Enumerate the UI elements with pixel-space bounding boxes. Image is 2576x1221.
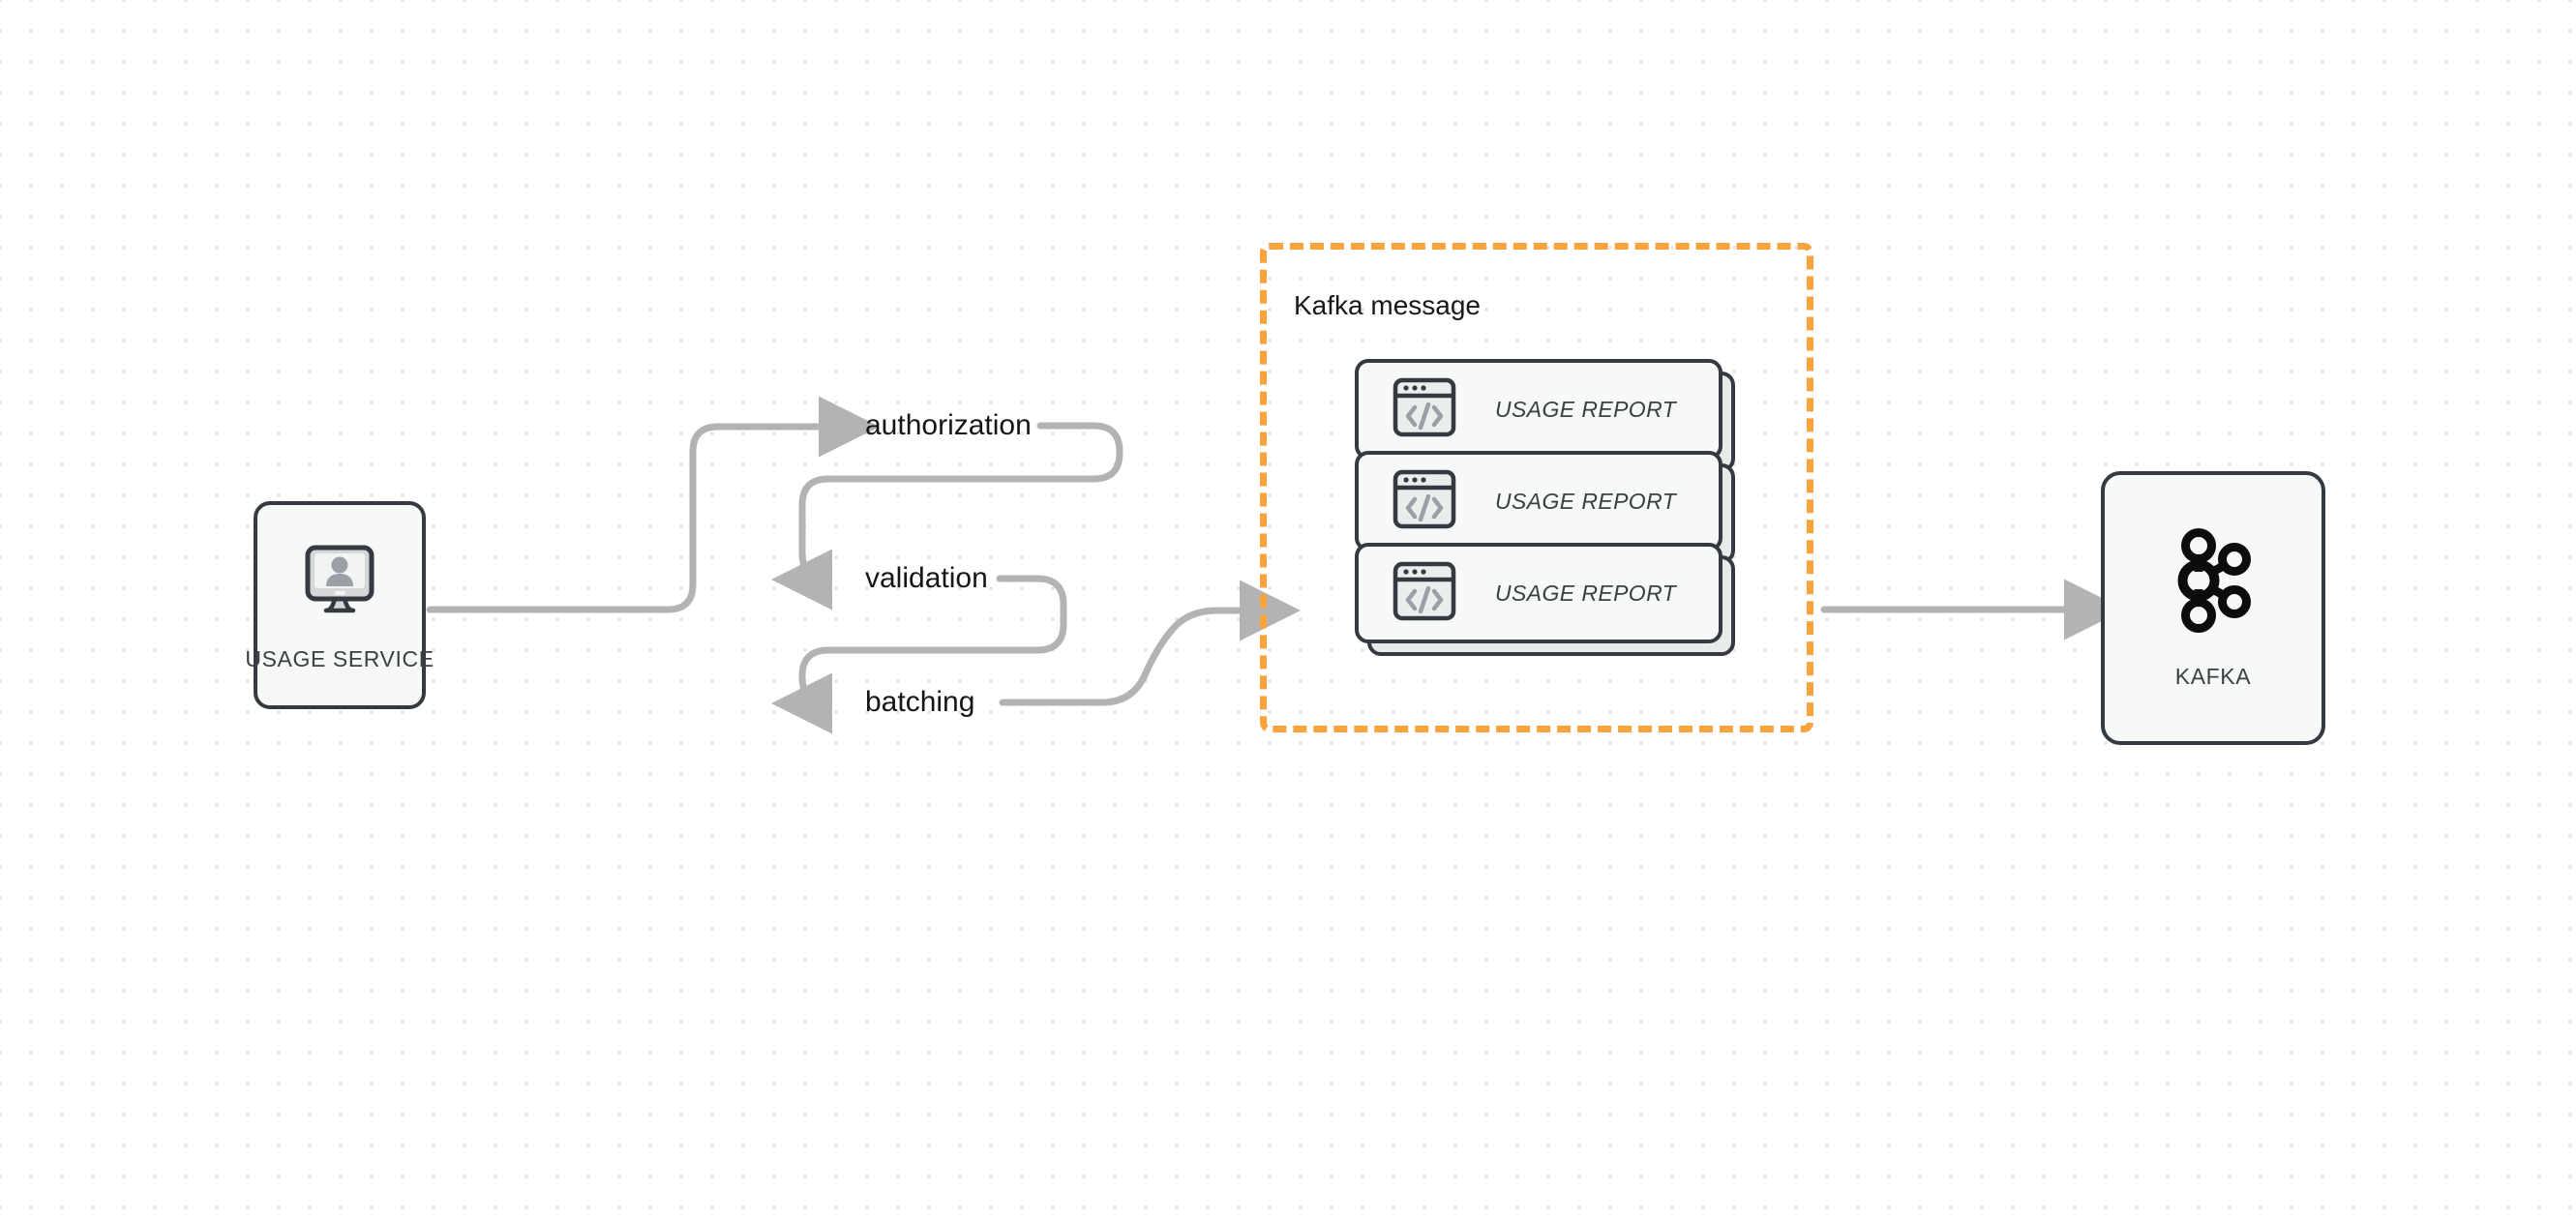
edge-authorization-to-validation bbox=[771, 422, 1123, 610]
monitor-user-icon bbox=[293, 539, 386, 629]
kafka-message-group[interactable] bbox=[1260, 243, 1813, 732]
step-label-batching[interactable]: batching bbox=[865, 686, 975, 718]
card-front: USAGE REPORT bbox=[1355, 451, 1722, 551]
usage-report-card[interactable]: USAGE REPORT bbox=[1355, 359, 1735, 472]
code-window-icon bbox=[1393, 561, 1456, 626]
node-usage-service-label: USAGE SERVICE bbox=[245, 645, 434, 671]
code-window-icon bbox=[1393, 377, 1456, 442]
card-front: USAGE REPORT bbox=[1355, 543, 1722, 643]
code-window-icon bbox=[1393, 469, 1456, 534]
step-label-validation[interactable]: validation bbox=[865, 562, 988, 594]
usage-report-card-label: USAGE REPORT bbox=[1495, 580, 1677, 606]
node-kafka-label: KAFKA bbox=[2174, 663, 2252, 689]
edge-validation-to-batching bbox=[771, 575, 1067, 734]
kafka-logo-icon bbox=[2169, 527, 2258, 639]
edge-service-to-authorization bbox=[426, 396, 880, 613]
usage-report-card[interactable]: USAGE REPORT bbox=[1355, 543, 1735, 656]
usage-report-card-label: USAGE REPORT bbox=[1495, 396, 1677, 422]
usage-report-card-label: USAGE REPORT bbox=[1495, 488, 1677, 514]
edge-batching-to-kafka-message bbox=[999, 580, 1301, 706]
node-usage-service[interactable]: USAGE SERVICE bbox=[245, 501, 434, 709]
usage-report-card[interactable]: USAGE REPORT bbox=[1355, 451, 1735, 564]
kafka-message-group-title: Kafka message bbox=[1294, 290, 1481, 320]
step-label-authorization[interactable]: authorization bbox=[865, 409, 1032, 441]
card-front: USAGE REPORT bbox=[1355, 359, 1722, 460]
node-kafka[interactable]: KAFKA bbox=[2101, 471, 2325, 745]
